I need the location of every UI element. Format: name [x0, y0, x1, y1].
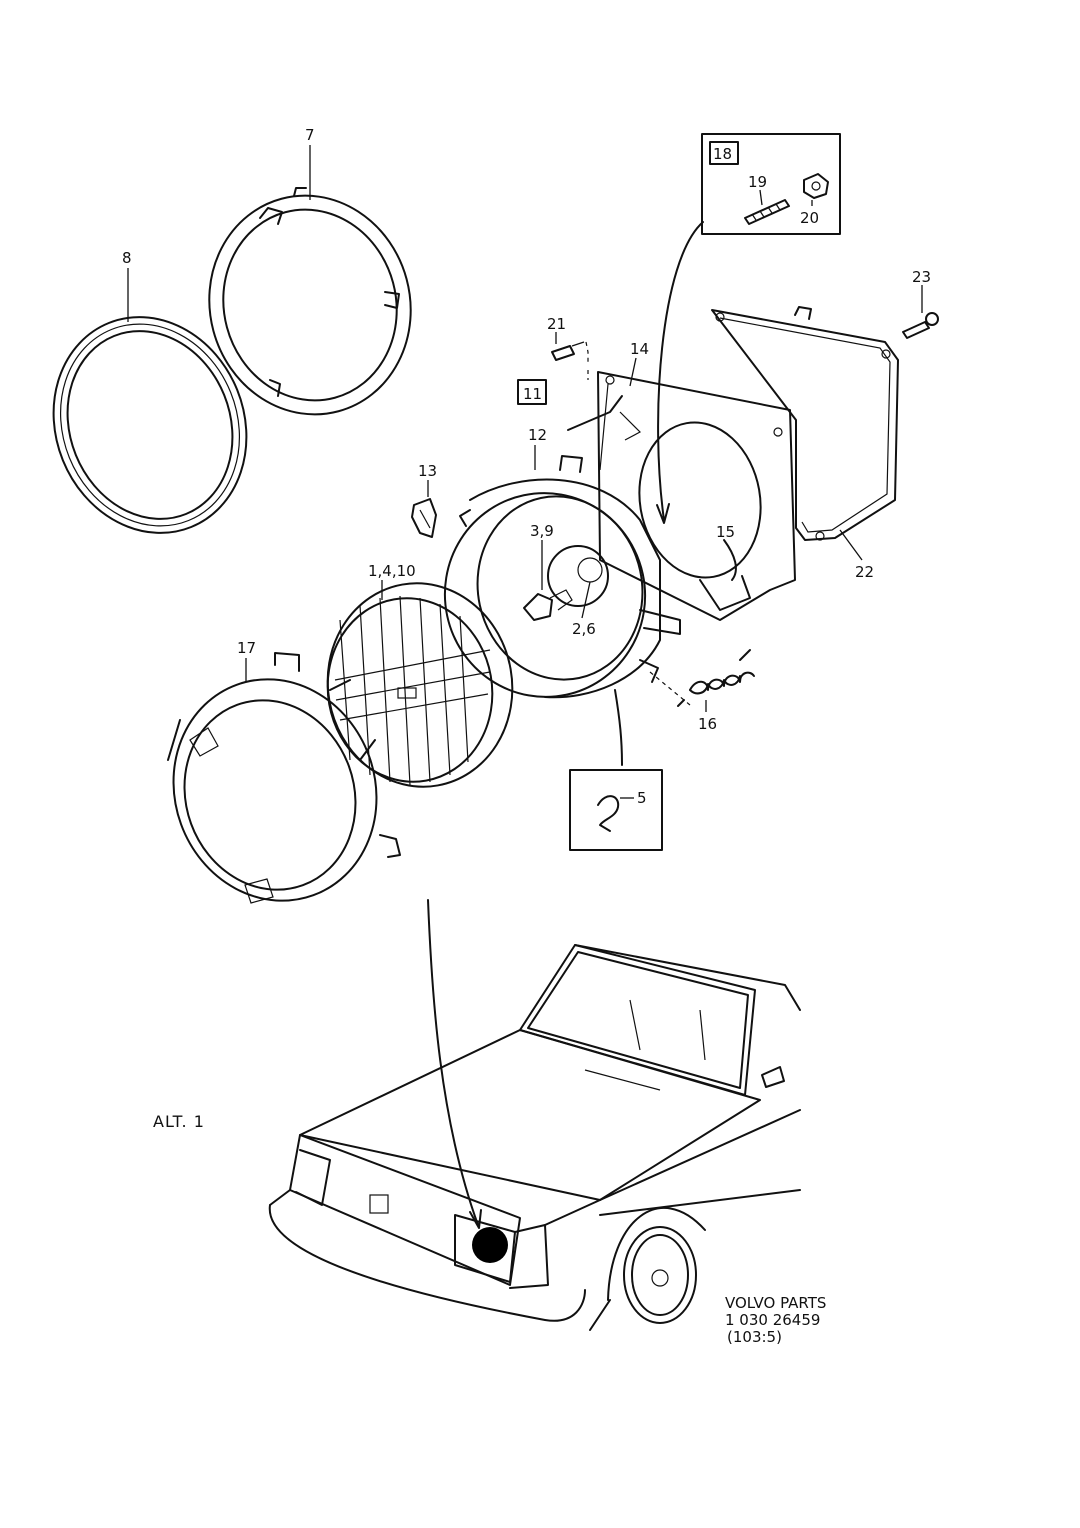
label-2-6: 2,6 — [572, 620, 596, 638]
part-23-bolt — [902, 312, 939, 339]
volvo-car-front-view — [268, 944, 801, 1331]
part-5-box — [569, 769, 663, 851]
part-14-mounting-bracket — [597, 371, 796, 621]
label-3-9: 3,9 — [530, 522, 554, 540]
label-20: 20 — [800, 209, 819, 227]
label-8: 8 — [122, 249, 132, 267]
part-22-gasket-frame — [711, 306, 899, 541]
label-13: 13 — [418, 462, 437, 480]
label-7: 7 — [305, 126, 315, 144]
label-11: 11 — [523, 385, 542, 403]
part-1-4-10-headlamp-lens — [326, 582, 514, 788]
footer-line-2: 1 030 26459 — [725, 1311, 820, 1329]
label-15: 15 — [716, 523, 735, 541]
label-14: 14 — [630, 340, 649, 358]
label-18: 18 — [713, 145, 732, 163]
label-23: 23 — [912, 268, 931, 286]
part-13-clip — [411, 498, 437, 538]
part-17-lamp-rim — [167, 652, 401, 904]
label-22: 22 — [855, 563, 874, 581]
label-19: 19 — [748, 173, 767, 191]
part-11-box — [517, 379, 547, 405]
label-1-4-10: 1,4,10 — [368, 562, 416, 580]
alt-label: ALT. 1 — [153, 1112, 205, 1131]
footer-line-3: (103:5) — [727, 1328, 782, 1346]
part-12-headlamp-housing — [443, 455, 681, 699]
label-12: 12 — [528, 426, 547, 444]
part-18-kit-box — [701, 133, 841, 235]
part-21-screw — [551, 341, 585, 361]
footer-line-1: VOLVO PARTS — [725, 1294, 826, 1312]
part-8-trim-ring — [52, 316, 248, 534]
part-16-spring — [677, 649, 755, 707]
part-7-retaining-ring — [208, 187, 412, 416]
label-5: 5 — [637, 789, 647, 807]
label-21: 21 — [547, 315, 566, 333]
label-17: 17 — [237, 639, 256, 657]
pointer-arrow — [427, 899, 479, 1226]
label-16: 16 — [698, 715, 717, 733]
